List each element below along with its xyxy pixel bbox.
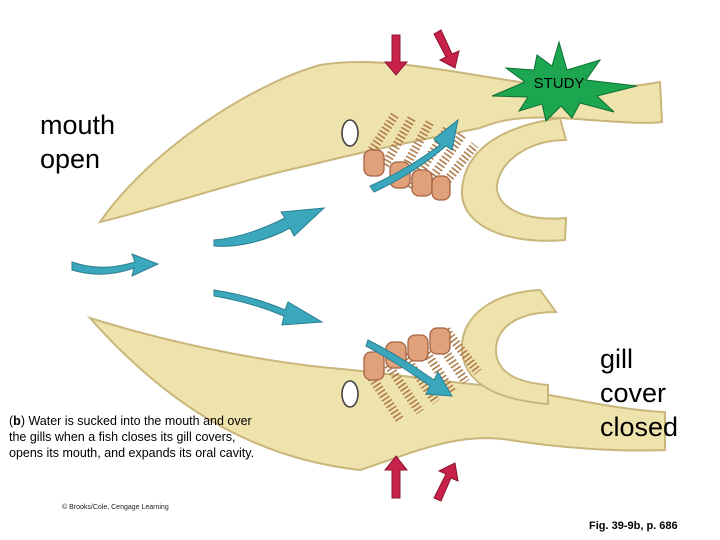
caption-prefix: (: [9, 414, 14, 428]
gill-label-line2: cover: [600, 378, 667, 408]
force-arrow-icon: [383, 455, 409, 499]
lower-gill-arches: [363, 327, 451, 381]
water-flow-arrow-icon: [213, 289, 324, 326]
mouth-label-line1: mouth: [40, 110, 116, 140]
water-flow-arrow-icon: [365, 339, 453, 397]
force-arrow-icon: [383, 34, 409, 76]
water-flow-arrow-icon: [71, 253, 160, 277]
lower-cartilage-oval: [341, 380, 359, 408]
gill-cover-closed-label: gill cover closed: [600, 342, 678, 444]
copyright-notice: © Brooks/Cole, Cengage Learning: [62, 504, 169, 511]
water-flow-arrow-icon: [369, 118, 459, 193]
water-flow-arrows: [71, 118, 459, 397]
gill-label-line1: gill: [600, 344, 634, 374]
caption-letter: b: [13, 414, 21, 428]
gill-label-line3: closed: [600, 412, 679, 442]
force-arrows: [383, 29, 460, 502]
water-flow-arrow-icon: [213, 207, 326, 247]
force-arrow-icon: [433, 29, 460, 69]
upper-jaw: [97, 60, 664, 224]
figure-reference: Fig. 39-9b, p. 686: [589, 520, 678, 532]
starburst-icon: [491, 40, 638, 122]
upper-gill-cover: [460, 116, 568, 242]
upper-cartilage-oval: [341, 119, 359, 147]
study-badge-label[interactable]: STUDY: [533, 75, 585, 92]
figure-caption: (b) Water is sucked into the mouth and o…: [9, 413, 269, 461]
lower-gill-cover: [460, 288, 558, 406]
caption-text: ) Water is sucked into the mouth and ove…: [9, 414, 255, 460]
force-arrow-icon: [433, 462, 459, 502]
mouth-label-line2: open: [40, 144, 101, 174]
mouth-open-label: mouth open: [40, 108, 115, 176]
